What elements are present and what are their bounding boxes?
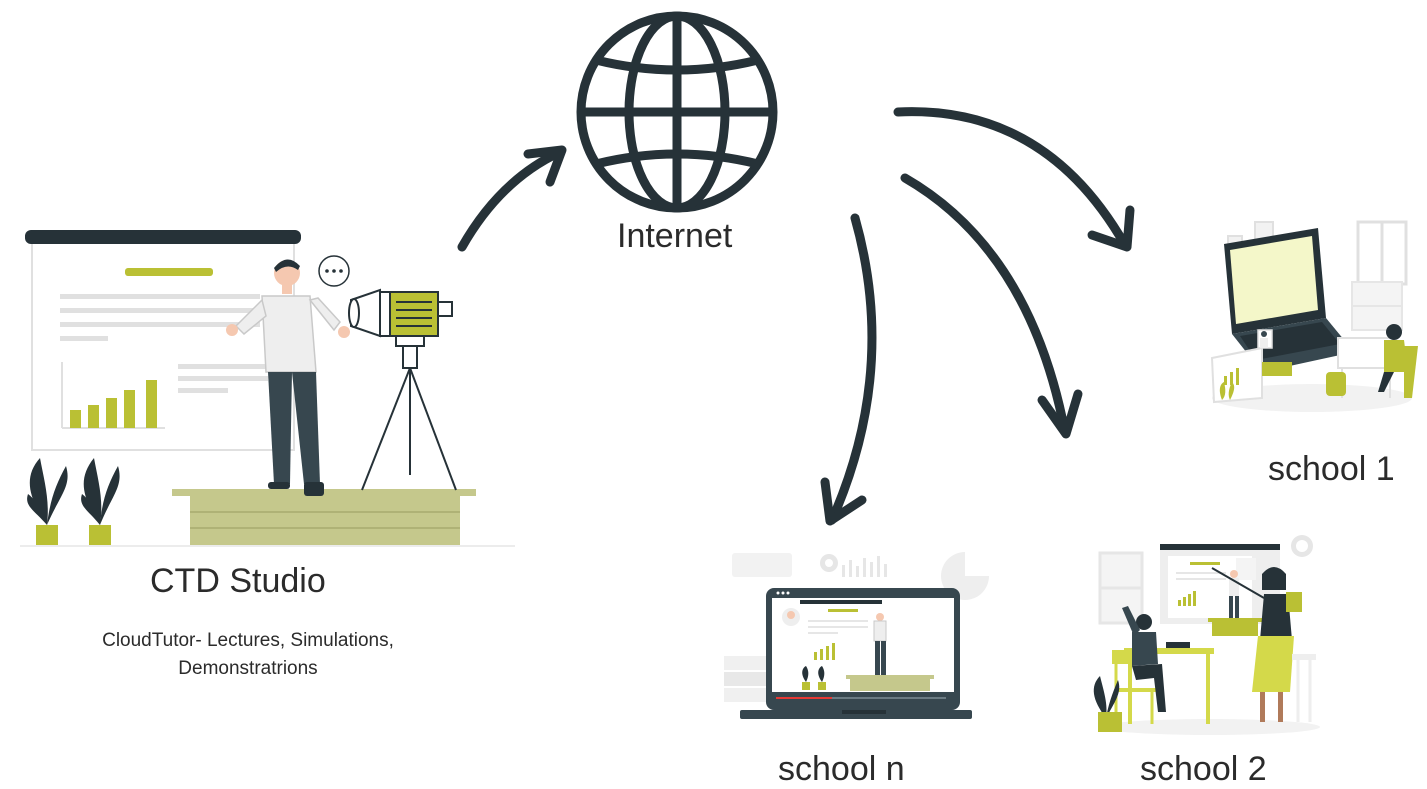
arrow-studio-to-internet [457, 145, 567, 252]
school2-label: school 2 [1140, 750, 1267, 788]
studio-illustration [20, 230, 515, 547]
arrow-internet-to-schooln [820, 213, 877, 526]
globe-icon [576, 11, 778, 213]
internet-label: Internet [617, 217, 733, 255]
arrow-internet-to-school1 [893, 107, 1135, 252]
studio-sublabel: CloudTutor- Lectures, Simulations, Demon… [102, 630, 394, 679]
school2-illustration [1093, 535, 1320, 735]
schooln-label: school n [778, 750, 905, 788]
schooln-illustration [724, 552, 989, 719]
arrow-internet-to-school2 [900, 173, 1083, 439]
school1-illustration [1210, 220, 1418, 412]
school1-label: school 1 [1268, 450, 1395, 488]
studio-label: CTD Studio [150, 562, 326, 600]
